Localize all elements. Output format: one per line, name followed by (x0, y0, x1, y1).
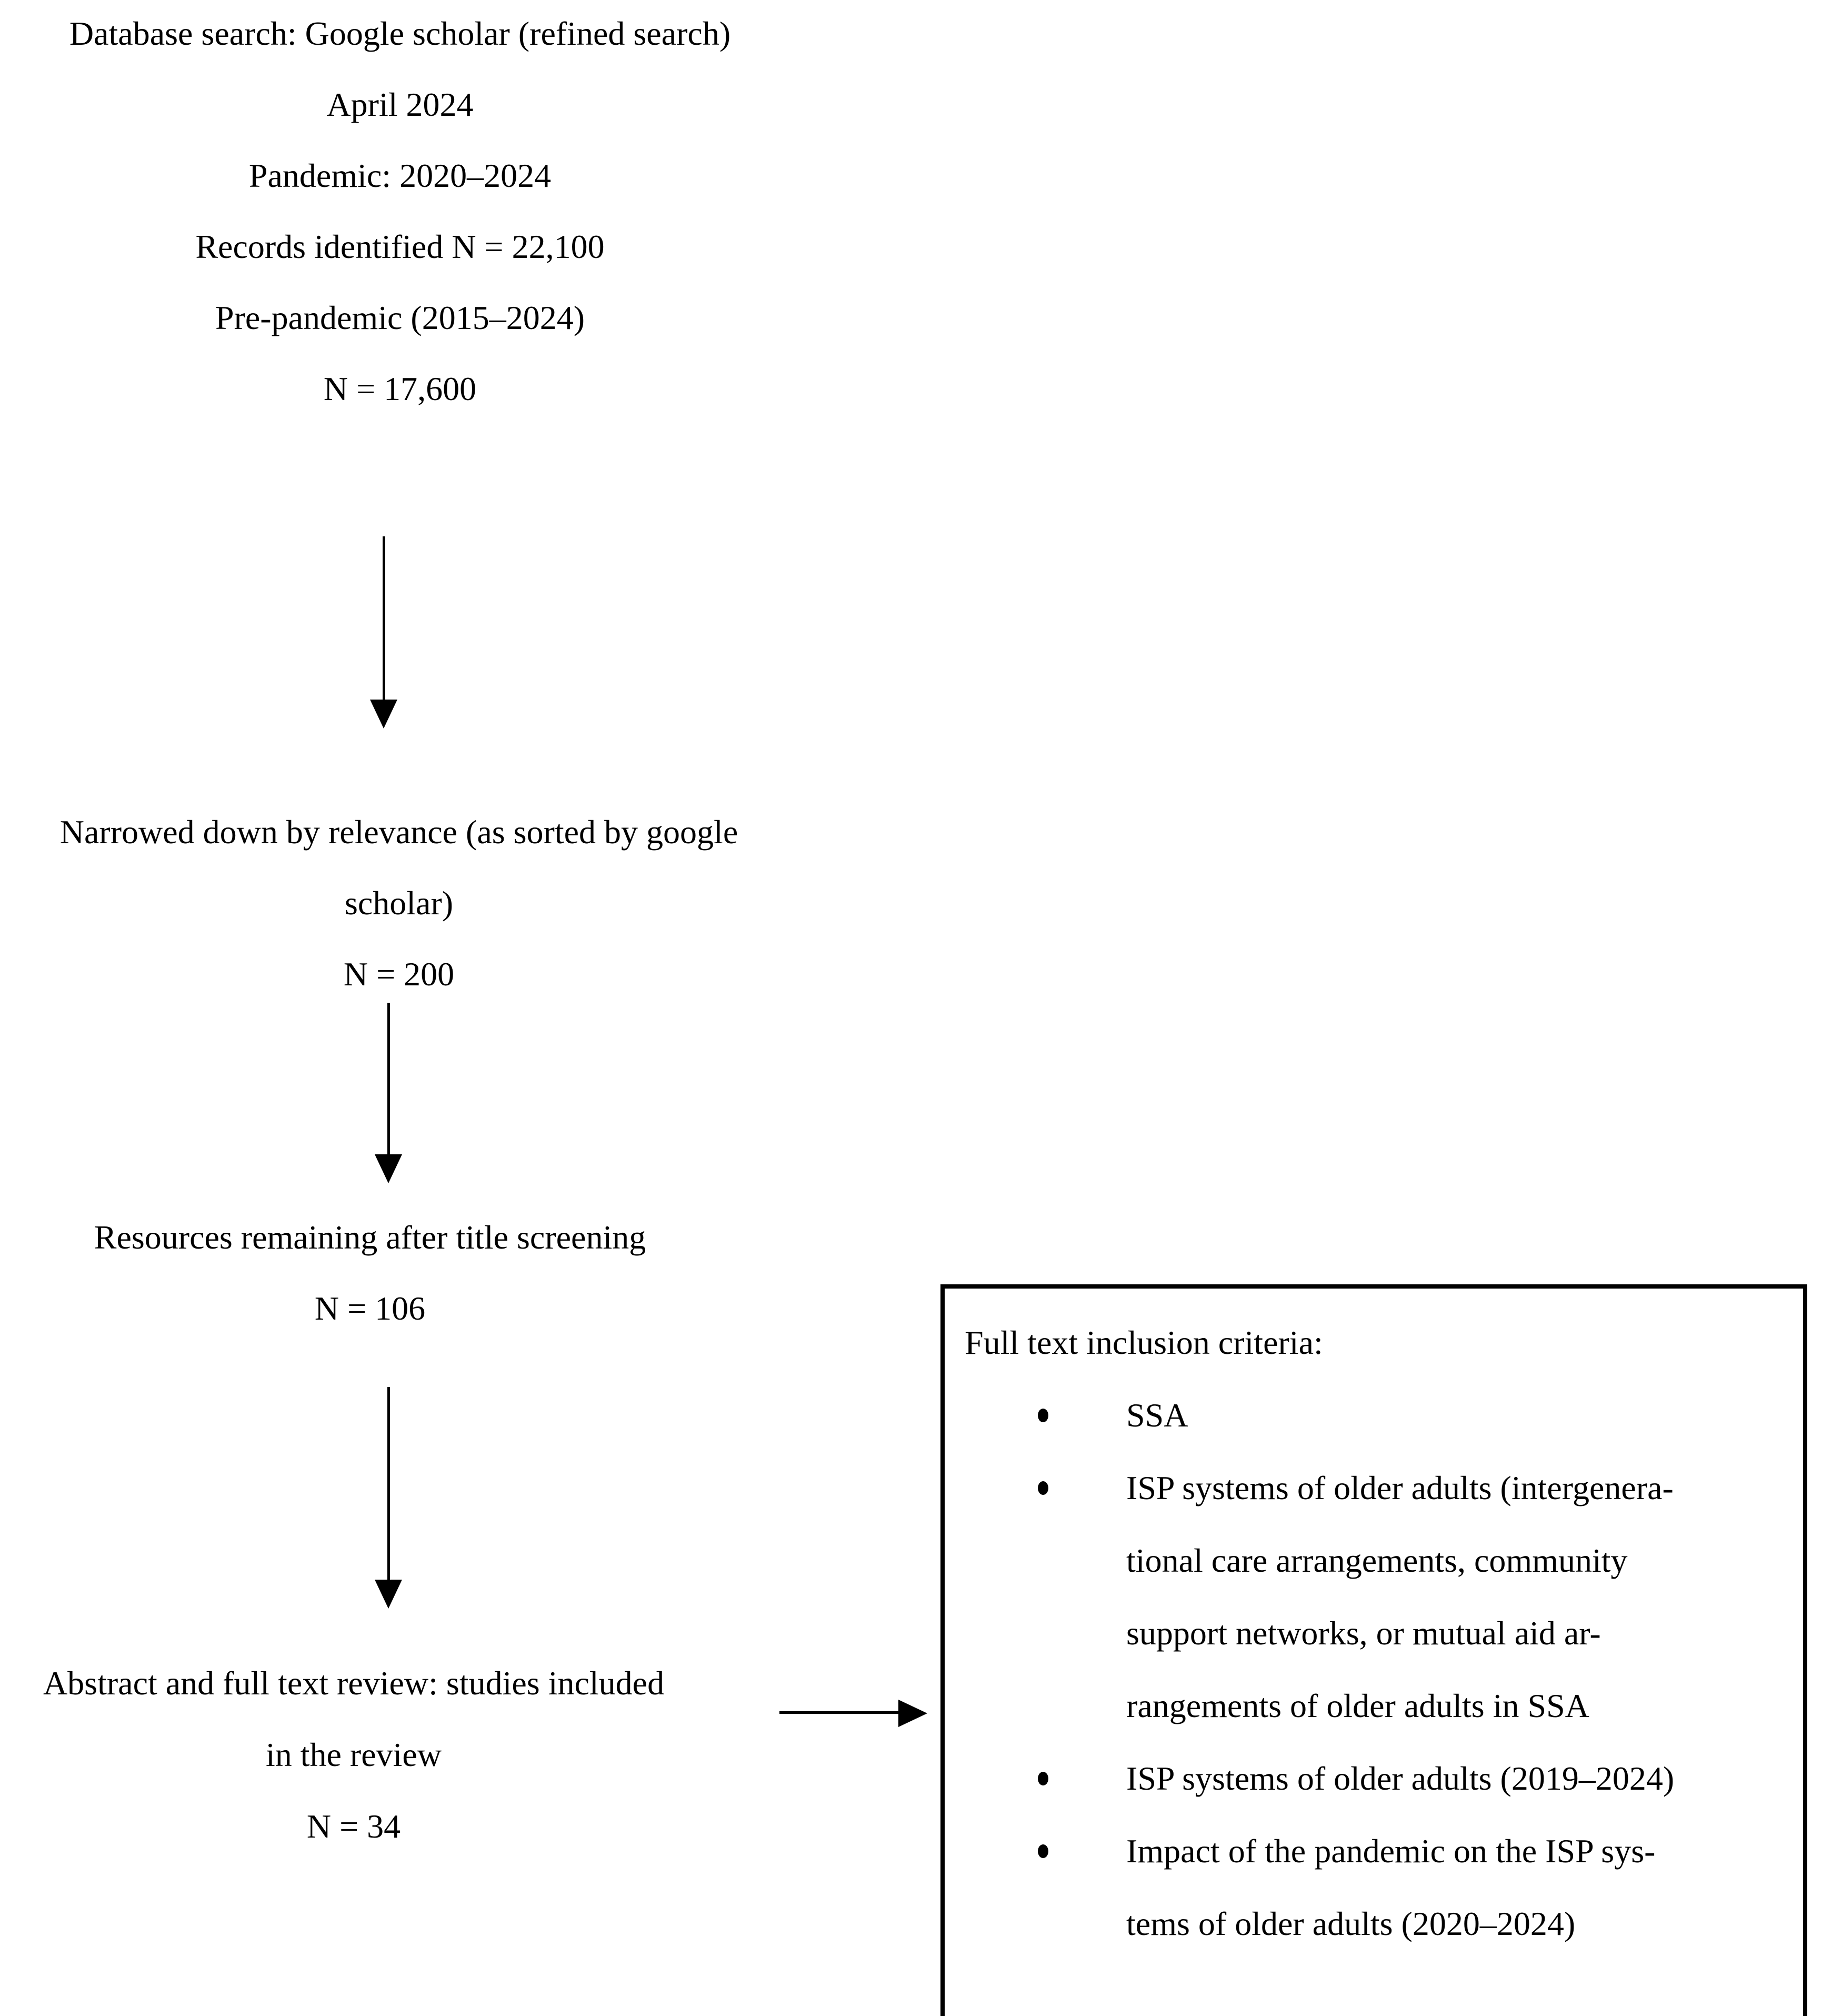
criteria-line: support networks, or mutual aid ar- (1126, 1614, 1601, 1652)
step-title-screening: Resources remaining after title screenin… (0, 1202, 740, 1344)
criteria-line-continuation: tems of older adults (2020–2024) (945, 1888, 1803, 1960)
down-arrow-3-line (387, 1387, 390, 1581)
step-line: N = 17,600 (323, 370, 477, 407)
step-database-search: Database search: Google scholar (refined… (0, 0, 800, 424)
criteria-line-continuation: tional care arrangements, community (945, 1524, 1803, 1597)
criteria-bullet-item: Impact of the pandemic on the ISP sys- (945, 1815, 1803, 1888)
bullet-icon (1038, 1409, 1048, 1422)
criteria-bullet-item: SSA (945, 1379, 1803, 1452)
criteria-line: ISP systems of older adults (2019–2024) (1126, 1760, 1675, 1797)
step-line: N = 200 (343, 955, 455, 993)
step-line: in the review (265, 1736, 442, 1773)
step-line: Database search: Google scholar (refined… (69, 15, 731, 52)
down-arrow-2-line (387, 1003, 390, 1155)
criteria-line-continuation: support networks, or mutual aid ar- (945, 1597, 1803, 1670)
bullet-icon (1038, 1772, 1048, 1785)
criteria-line-continuation: rangements of older adults in SSA (945, 1670, 1803, 1742)
down-arrow-3-head-icon (375, 1580, 402, 1609)
criteria-line: rangements of older adults in SSA (1126, 1687, 1589, 1724)
step-line: April 2024 (326, 86, 474, 123)
down-arrow-1-line (383, 536, 385, 701)
step-line: Records identified N = 22,100 (195, 228, 605, 265)
step-line: scholar) (344, 884, 454, 922)
step-narrowed-by-relevance: Narrowed down by relevance (as sorted by… (0, 796, 798, 1010)
criteria-bullet-item: ISP systems of older adults (2019–2024) (945, 1742, 1803, 1815)
down-arrow-2-head-icon (375, 1154, 402, 1183)
criteria-bullet-item: ISP systems of older adults (intergenera… (945, 1452, 1803, 1524)
down-arrow-1-head-icon (370, 700, 397, 728)
step-line: Narrowed down by relevance (as sorted by… (59, 813, 738, 851)
step-full-text-review: Abstract and full text review: studies i… (0, 1648, 707, 1862)
bullet-icon (1038, 1844, 1048, 1858)
step-line: Resources remaining after title screenin… (94, 1219, 646, 1256)
bullet-icon (1038, 1481, 1048, 1495)
criteria-line: ISP systems of older adults (intergenera… (1126, 1469, 1674, 1506)
step-line: N = 34 (306, 1808, 401, 1845)
criteria-line: SSA (1126, 1396, 1188, 1434)
criteria-box-title: Full text inclusion criteria: (965, 1324, 1323, 1361)
criteria-line: tional care arrangements, community (1126, 1542, 1628, 1579)
inclusion-criteria-box: Full text inclusion criteria: SSA ISP sy… (940, 1284, 1807, 2016)
right-arrow-head-icon (898, 1700, 927, 1727)
criteria-line: tems of older adults (2020–2024) (1126, 1905, 1576, 1942)
criteria-line: Impact of the pandemic on the ISP sys- (1126, 1832, 1656, 1870)
step-line: N = 106 (314, 1290, 426, 1327)
step-line: Abstract and full text review: studies i… (43, 1664, 665, 1702)
right-arrow-line (779, 1711, 899, 1714)
step-line: Pandemic: 2020–2024 (248, 157, 552, 194)
step-line: Pre-pandemic (2015–2024) (215, 299, 585, 336)
